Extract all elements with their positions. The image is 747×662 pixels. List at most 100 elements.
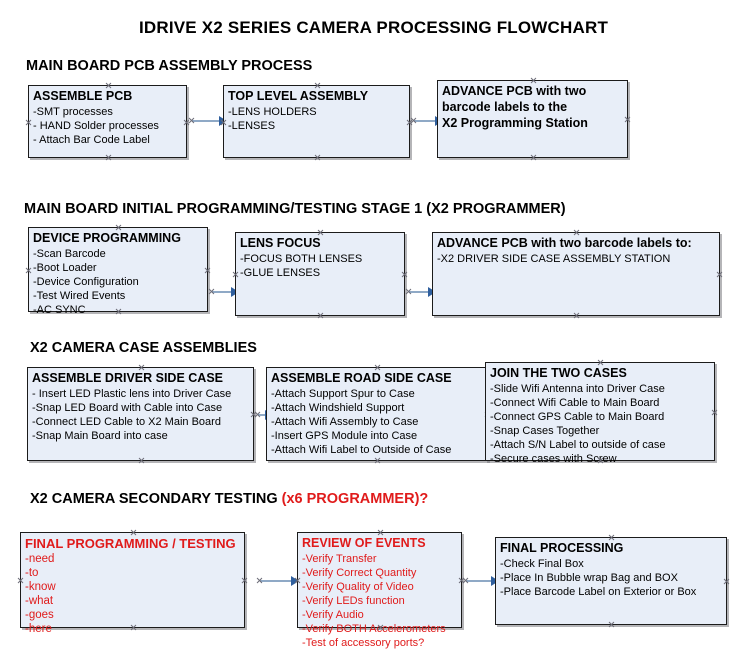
node-line: -goes <box>25 609 54 621</box>
node-line: barcode labels to the <box>442 100 568 114</box>
node-device-programming[interactable]: DEVICE PROGRAMMING -Scan Barcode -Boot L… <box>25 224 211 316</box>
connector-tail-handle[interactable] <box>462 577 469 584</box>
resize-handle-right[interactable] <box>241 577 248 584</box>
resize-handle-top[interactable] <box>105 82 112 89</box>
resize-handle-bottom[interactable] <box>314 154 321 161</box>
resize-handle-left[interactable] <box>232 271 239 278</box>
resize-handle-top[interactable] <box>597 359 604 366</box>
node-header: REVIEW OF EVENTS <box>302 536 426 550</box>
resize-handle-top[interactable] <box>573 229 580 236</box>
arrowhead-icon <box>291 576 299 586</box>
node-header: FINAL PROGRAMMING / TESTING <box>25 536 236 551</box>
resize-handle-top[interactable] <box>138 364 145 371</box>
connector-tail-handle[interactable] <box>410 117 417 124</box>
node-header: ADVANCE PCB with two <box>442 84 587 98</box>
connector-tail-handle[interactable] <box>256 577 263 584</box>
resize-handle-bottom[interactable] <box>608 621 615 628</box>
connector-tail-handle[interactable] <box>188 117 195 124</box>
section-heading-1: MAIN BOARD PCB ASSEMBLY PROCESS <box>26 58 312 74</box>
connector-tail-handle[interactable] <box>405 288 412 295</box>
connector-arrow <box>409 287 436 297</box>
node-header: DEVICE PROGRAMMING <box>33 231 181 245</box>
resize-handle-top[interactable] <box>130 529 137 536</box>
node-line: -Place Barcode Label on Exterior or Box <box>500 586 697 598</box>
node-line: -Attach Wifi Label to Outside of Case <box>271 444 452 456</box>
resize-handle-bottom[interactable] <box>374 457 381 464</box>
connector-arrow <box>414 116 443 126</box>
node-line: -need <box>25 553 55 565</box>
node-line: -Snap LED Board with Cable into Case <box>32 402 223 414</box>
resize-handle-left[interactable] <box>25 267 32 274</box>
node-top-level-assembly[interactable]: TOP LEVEL ASSEMBLY -LENS HOLDERS -LENSES <box>223 85 410 158</box>
resize-handle-right[interactable] <box>401 271 408 278</box>
resize-handle-left[interactable] <box>25 119 32 126</box>
resize-handle-top[interactable] <box>530 77 537 84</box>
node-review-of-events[interactable]: REVIEW OF EVENTS -Verify Transfer -Verif… <box>297 529 462 649</box>
node-assemble-driver-side-case[interactable]: ASSEMBLE DRIVER SIDE CASE - Insert LED P… <box>27 367 254 461</box>
resize-handle-top[interactable] <box>317 229 324 236</box>
node-line: -Check Final Box <box>500 558 584 570</box>
node-header: ADVANCE PCB with two barcode labels to: <box>437 236 692 250</box>
node-header: JOIN THE TWO CASES <box>490 366 627 380</box>
node-line: -Attach S/N Label to outside of case <box>490 439 666 451</box>
resize-handle-bottom[interactable] <box>317 312 324 319</box>
node-line: - HAND Solder processes <box>33 120 159 132</box>
resize-handle-left[interactable] <box>17 577 24 584</box>
node-header: TOP LEVEL ASSEMBLY <box>228 89 369 103</box>
resize-handle-bottom[interactable] <box>573 312 580 319</box>
resize-handle-right[interactable] <box>624 116 631 123</box>
node-line: -Insert GPS Module into Case <box>271 430 418 442</box>
section-heading-4-text: X2 CAMERA SECONDARY TESTING <box>30 491 282 507</box>
node-line: -SMT processes <box>33 106 113 118</box>
node-line: -AC SYNC <box>33 304 86 316</box>
connector-tail-handle[interactable] <box>208 288 215 295</box>
resize-handle-bottom[interactable] <box>530 154 537 161</box>
node-line: -what <box>25 595 54 607</box>
node-line: -Attach Wifi Assembly to Case <box>271 416 419 428</box>
node-line: -Secure cases with Screw <box>490 453 617 465</box>
resize-handle-right[interactable] <box>711 409 718 416</box>
resize-handle-top[interactable] <box>115 224 122 231</box>
resize-handle-right[interactable] <box>204 267 211 274</box>
node-join-the-two-cases[interactable]: JOIN THE TWO CASES -Slide Wifi Antenna i… <box>485 359 718 465</box>
node-assemble-road-side-case[interactable]: ASSEMBLE ROAD SIDE CASE -Attach Support … <box>266 367 488 461</box>
section-heading-1-text: MAIN BOARD PCB ASSEMBLY PROCESS <box>26 58 313 74</box>
node-header: ASSEMBLE DRIVER SIDE CASE <box>32 371 224 385</box>
node-line: -to <box>25 567 39 579</box>
resize-handle-right[interactable] <box>716 271 723 278</box>
resize-handle-top[interactable] <box>314 82 321 89</box>
node-final-programming-testing[interactable]: FINAL PROGRAMMING / TESTING -need -to -k… <box>17 529 248 635</box>
resize-handle-bottom[interactable] <box>105 154 112 161</box>
node-line: -Snap Main Board into case <box>32 430 168 442</box>
node-line: -Verify Correct Quantity <box>302 567 417 579</box>
node-line: -Place In Bubble wrap Bag and BOX <box>500 572 678 584</box>
node-line: -Connect GPS Cable to Main Board <box>490 411 665 423</box>
node-advance-pcb-2[interactable]: ADVANCE PCB with two barcode labels to: … <box>432 232 720 316</box>
node-line: -FOCUS BOTH LENSES <box>240 253 363 265</box>
resize-handle-right[interactable] <box>723 578 730 585</box>
section-heading-3: X2 CAMERA CASE ASSEMBLIES <box>30 340 257 356</box>
node-line: -LENS HOLDERS <box>228 106 317 118</box>
node-line: - Insert LED Plastic lens into Driver Ca… <box>32 388 232 400</box>
node-line: -Verify Transfer <box>302 553 377 565</box>
connector-arrow <box>212 287 239 297</box>
node-line: -here <box>25 623 52 635</box>
connector-tail-handle[interactable] <box>254 411 261 418</box>
node-advance-pcb-1[interactable]: ADVANCE PCB with two barcode labels to t… <box>437 80 628 158</box>
resize-handle-top[interactable] <box>374 364 381 371</box>
node-line: -Device Configuration <box>33 276 139 288</box>
node-assemble-pcb[interactable]: ASSEMBLE PCB -SMT processes - HAND Solde… <box>28 85 187 158</box>
resize-handle-top[interactable] <box>608 534 615 541</box>
page-title: IDRIVE X2 SERIES CAMERA PROCESSING FLOWC… <box>138 18 609 37</box>
node-line: -X2 DRIVER SIDE CASE ASSEMBLY STATION <box>437 253 671 265</box>
connector-arrow <box>466 576 499 586</box>
section-heading-4-accent: (x6 PROGRAMMER)? <box>281 491 429 507</box>
resize-handle-bottom[interactable] <box>138 457 145 464</box>
node-line: -Connect Wifi Cable to Main Board <box>490 397 660 409</box>
node-final-processing[interactable]: FINAL PROCESSING -Check Final Box -Place… <box>495 537 727 625</box>
resize-handle-top[interactable] <box>377 529 384 536</box>
connector-arrow <box>258 410 273 420</box>
node-line: -know <box>25 581 56 593</box>
node-line: -Scan Barcode <box>33 248 106 260</box>
node-lens-focus[interactable]: LENS FOCUS -FOCUS BOTH LENSES -GLUE LENS… <box>235 232 405 316</box>
